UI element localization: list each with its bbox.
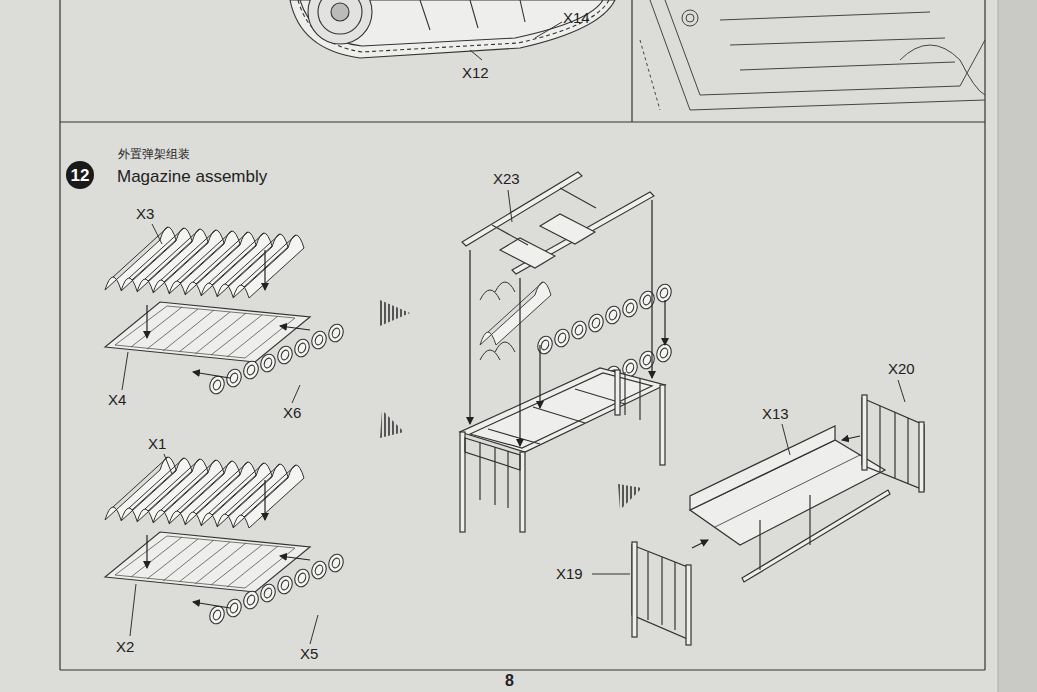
step-number: 12	[71, 167, 90, 184]
part-label: X20	[888, 360, 915, 377]
part-label: X2	[116, 638, 134, 655]
part-label: X1	[148, 435, 166, 452]
part-label: X3	[136, 205, 154, 222]
part-label: X23	[493, 170, 520, 187]
part-label: X19	[556, 565, 583, 582]
part-label: X4	[108, 391, 126, 408]
step-title: Magazine assembly	[117, 167, 267, 187]
page-number: 8	[505, 672, 514, 690]
step-number-circle: 12	[66, 161, 94, 189]
part-label: X14	[563, 9, 590, 26]
part-label: X12	[462, 64, 489, 81]
part-label: X13	[762, 405, 789, 422]
step-title-cn: 外置弹架组装	[118, 148, 190, 162]
part-label: X5	[300, 645, 318, 662]
part-label: X6	[283, 404, 301, 421]
